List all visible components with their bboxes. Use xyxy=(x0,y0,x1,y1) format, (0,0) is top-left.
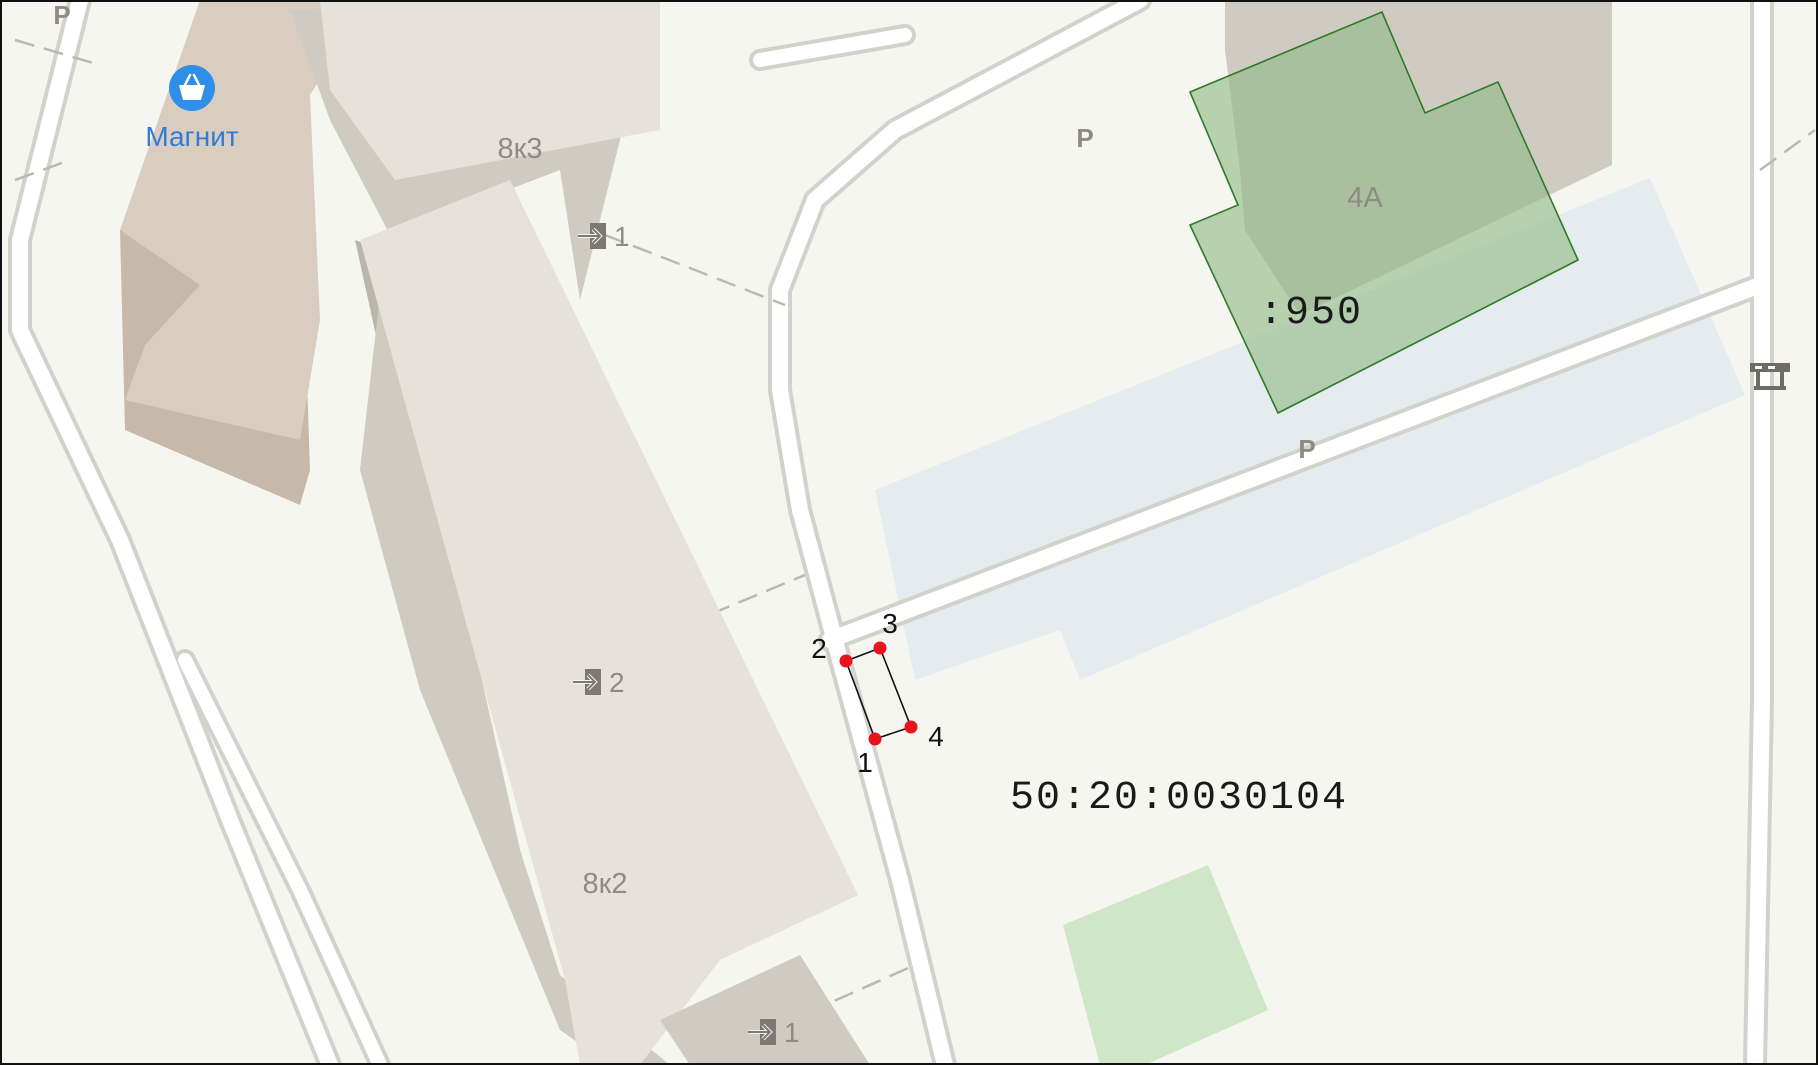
building-8k2[interactable] xyxy=(355,180,870,1065)
entrance-marker[interactable]: 1 xyxy=(578,221,630,252)
footpath xyxy=(14,158,71,182)
building-roof xyxy=(120,0,370,440)
footpath xyxy=(14,38,101,67)
entrance-icon xyxy=(573,669,601,695)
entrance-marker[interactable]: 1 xyxy=(748,1017,800,1048)
entrance-number: 2 xyxy=(609,667,625,698)
plot-vertex-marker[interactable] xyxy=(839,654,853,668)
poi-name: Магнит xyxy=(145,121,239,152)
entrance-icon xyxy=(578,223,606,249)
parking-area xyxy=(875,178,1745,680)
cadastral-parcel-950[interactable] xyxy=(1188,10,1580,415)
plot-vertex-label: 2 xyxy=(811,633,827,664)
plot-vertex-marker[interactable] xyxy=(904,720,918,734)
building-magnit[interactable] xyxy=(120,0,370,505)
plot-vertex-label: 1 xyxy=(857,747,873,778)
building-label: 4А xyxy=(1347,182,1383,214)
footpath xyxy=(604,233,786,307)
plot-vertex-label: 4 xyxy=(928,721,944,752)
plot-vertex-marker[interactable] xyxy=(873,641,887,655)
building-roof xyxy=(360,180,858,1065)
building-label: 8к3 xyxy=(498,133,543,165)
entrance-number: 1 xyxy=(784,1017,800,1048)
cadastral-quarter-number: 50:20:0030104 xyxy=(1010,776,1348,821)
building-roof xyxy=(320,0,660,180)
plot-vertex-marker[interactable] xyxy=(868,732,882,746)
poi-magnit[interactable]: Магнит xyxy=(145,65,239,152)
entrance-icon xyxy=(748,1019,776,1045)
plot-vertex-label: 3 xyxy=(882,608,898,639)
parking-label: P xyxy=(53,0,70,30)
building-side xyxy=(660,955,870,1065)
shopping-basket-icon xyxy=(169,65,215,111)
footpath xyxy=(779,963,916,1027)
footpath xyxy=(1759,128,1816,172)
building-label: 8к2 xyxy=(583,868,628,900)
entrance-number: 1 xyxy=(614,221,630,252)
parcel-label: :950 xyxy=(1259,291,1363,336)
parking-label: P xyxy=(1076,123,1093,153)
barrier-gate-icon xyxy=(1750,363,1790,390)
entrance-marker[interactable]: 2 xyxy=(573,667,625,698)
road-fills xyxy=(12,0,1770,1065)
parking-label: P xyxy=(1298,434,1315,464)
building-8k3[interactable] xyxy=(290,0,660,300)
roads xyxy=(8,0,1774,1065)
green-area xyxy=(1063,865,1268,1065)
